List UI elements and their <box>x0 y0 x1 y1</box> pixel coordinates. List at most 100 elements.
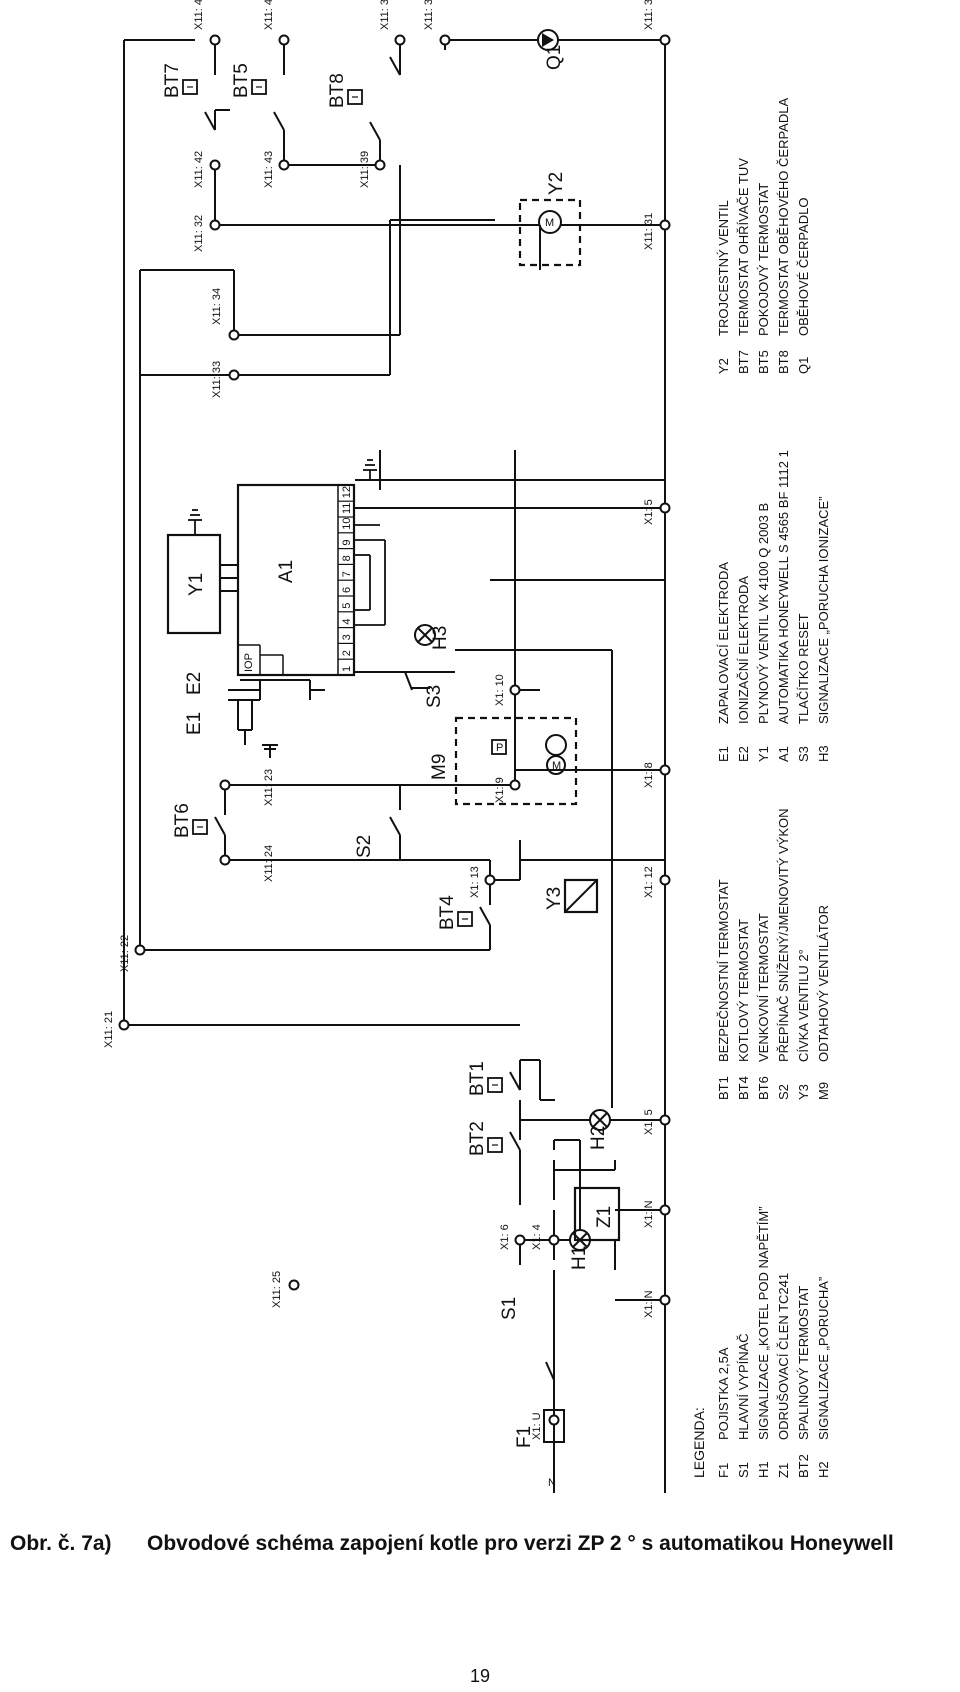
legend-text: TROJCESTNÝ VENTIL <box>716 200 731 336</box>
terminal-label-x11-34: X11: 34 <box>211 288 223 325</box>
terminal-label-x11-32: X11: 32 <box>193 215 205 252</box>
legend-code: H1 <box>756 1461 771 1478</box>
y3-label: Y3 <box>544 887 565 910</box>
s3-reset-button <box>395 671 430 691</box>
legend-code: Z1 <box>776 1463 791 1478</box>
legend-code: BT6 <box>756 1076 771 1100</box>
legend-code: Y1 <box>756 746 771 762</box>
h3-lamp: H3 <box>414 624 451 650</box>
contact-symbols <box>204 56 555 1381</box>
bt1-sensor-box <box>487 1077 503 1093</box>
bt4-sensor-box <box>457 911 473 927</box>
figure-caption: Obr. č. 7a) Obvodové schéma zapojení kot… <box>10 1532 950 1562</box>
a1-pin-label: 11 <box>341 503 353 514</box>
a1-pin-label: 5 <box>341 603 353 609</box>
figure-title: Obvodové schéma zapojení kotle pro verzi… <box>147 1532 894 1555</box>
h1-label: H1 <box>569 1246 590 1270</box>
terminal-x11-21 <box>118 1019 130 1031</box>
terminal-x11-42 <box>209 159 221 171</box>
terminal-label-x11-36: X11: 36 <box>643 0 655 30</box>
legend-code: Q1 <box>796 357 811 374</box>
legend-text: HLAVNÍ VYPÍNAČ <box>736 1333 751 1440</box>
legend-text: POJISTKA 2,5A <box>716 1347 731 1440</box>
terminal-label-x1-10: X1: 10 <box>494 674 506 706</box>
terminal-x11-43 <box>278 159 290 171</box>
legend-text: SIGNALIZACE „PORUCHA” <box>816 1277 831 1440</box>
s2-label: S2 <box>354 835 375 858</box>
legend-code: S3 <box>796 746 811 762</box>
terminal-x11-41 <box>209 34 221 46</box>
terminal-label-x1-13: X1: 13 <box>469 866 481 898</box>
electrodes-e1-e2 <box>228 680 278 758</box>
terminal-x1-10 <box>509 684 521 696</box>
z1-filter: Z1 <box>573 1186 621 1242</box>
terminal-x1-6 <box>514 1234 526 1246</box>
terminal-label-x1-n1: X1: N <box>643 1290 655 1318</box>
legend-code: BT5 <box>756 350 771 374</box>
terminal-x11-37 <box>439 34 451 46</box>
a1-pin-label: 1 <box>341 666 353 672</box>
y2-valve: M Y2 <box>538 172 567 234</box>
terminal-label-x11-38: X11: 38 <box>379 0 391 30</box>
f1-fuse: F1 <box>514 1400 565 1452</box>
legend-code: A1 <box>776 746 791 762</box>
legend-text: ODTAHOVÝ VENTILÁTOR <box>816 905 831 1062</box>
legend-title: LEGENDA: <box>691 1407 707 1478</box>
terminal-x1-n1 <box>659 1294 671 1306</box>
s3-label: S3 <box>424 685 445 708</box>
q1-pump: Q1 <box>537 29 565 70</box>
m9-motor-label: M <box>552 760 561 772</box>
terminal-label-x1-n2: X1: N <box>643 1200 655 1228</box>
f1-label: F1 <box>514 1426 535 1448</box>
legend-text: SPALINOVÝ TERMOSTAT <box>796 1286 811 1440</box>
a1-pin-label: 10 <box>341 518 353 530</box>
a1-right-links <box>354 524 386 626</box>
terminal-label-x11-21: X11: 21 <box>103 1011 115 1048</box>
neutral-marker: N <box>548 1477 556 1489</box>
legend-code: E1 <box>716 746 731 762</box>
iop-label: IOP <box>243 653 255 672</box>
y1-label: Y1 <box>186 573 207 596</box>
terminal-x1-9 <box>509 779 521 791</box>
legend-text: SIGNALIZACE „PORUCHA IONIZACE” <box>816 496 831 724</box>
bt2-sensor-box <box>487 1137 503 1153</box>
bt7-label: BT7 <box>162 63 183 98</box>
bt2-label: BT2 <box>467 1121 488 1156</box>
terminal-label-x1-4: X1: 4 <box>531 1224 543 1250</box>
terminal-label-x11-43: X11: 43 <box>263 151 275 188</box>
figure-number: Obr. č. 7a) <box>10 1532 112 1555</box>
m9-fan-box <box>454 716 578 806</box>
a1-automation-block: A1 IOP <box>236 483 356 677</box>
legend-code: Y3 <box>796 1084 811 1100</box>
legend-code: BT7 <box>736 350 751 374</box>
a1-pin-label: 3 <box>341 634 353 640</box>
terminal-label-x11-22: X11: 22 <box>119 935 131 972</box>
terminal-x11-38 <box>394 34 406 46</box>
legend-text: SIGNALIZACE „KOTEL POD NAPĚTÍM” <box>756 1206 771 1440</box>
legend-text: VENKOVNÍ TERMOSTAT <box>756 913 771 1062</box>
legend-text: TERMOSTAT OHŘÍVAČE TUV <box>736 158 751 336</box>
h1-lamp: H1 <box>569 1229 591 1270</box>
terminal-x1-13 <box>484 874 496 886</box>
legend-code: H3 <box>816 745 831 762</box>
legend-text: PŘEPÍNAČ SNÍŽENÝ/JMENOVITÝ VÝKON <box>776 808 791 1062</box>
terminal-label-x1-8: X1: 8 <box>643 762 655 788</box>
terminal-label-x11-23: X11: 23 <box>263 769 275 806</box>
legend-text: KOTLOVÝ TERMOSTAT <box>736 919 751 1062</box>
legend-text: PLYNOVÝ VENTIL VK 4100 Q 2003 B <box>756 503 771 724</box>
terminal-x11-24 <box>219 854 231 866</box>
legend-text: CÍVKA VENTILU 2° <box>796 949 811 1062</box>
terminal-x1-4 <box>548 1234 560 1246</box>
h2-lamp: H2 <box>588 1109 611 1150</box>
y2-motor-label: M <box>545 217 554 229</box>
legend-code: H2 <box>816 1461 831 1478</box>
legend-code: BT4 <box>736 1076 751 1100</box>
legend-text: ZAPALOVACÍ ELEKTRODA <box>716 562 731 724</box>
legend-code: S2 <box>776 1084 791 1100</box>
a1-pin-label: 2 <box>341 650 353 656</box>
bt1-label: BT1 <box>467 1061 488 1096</box>
